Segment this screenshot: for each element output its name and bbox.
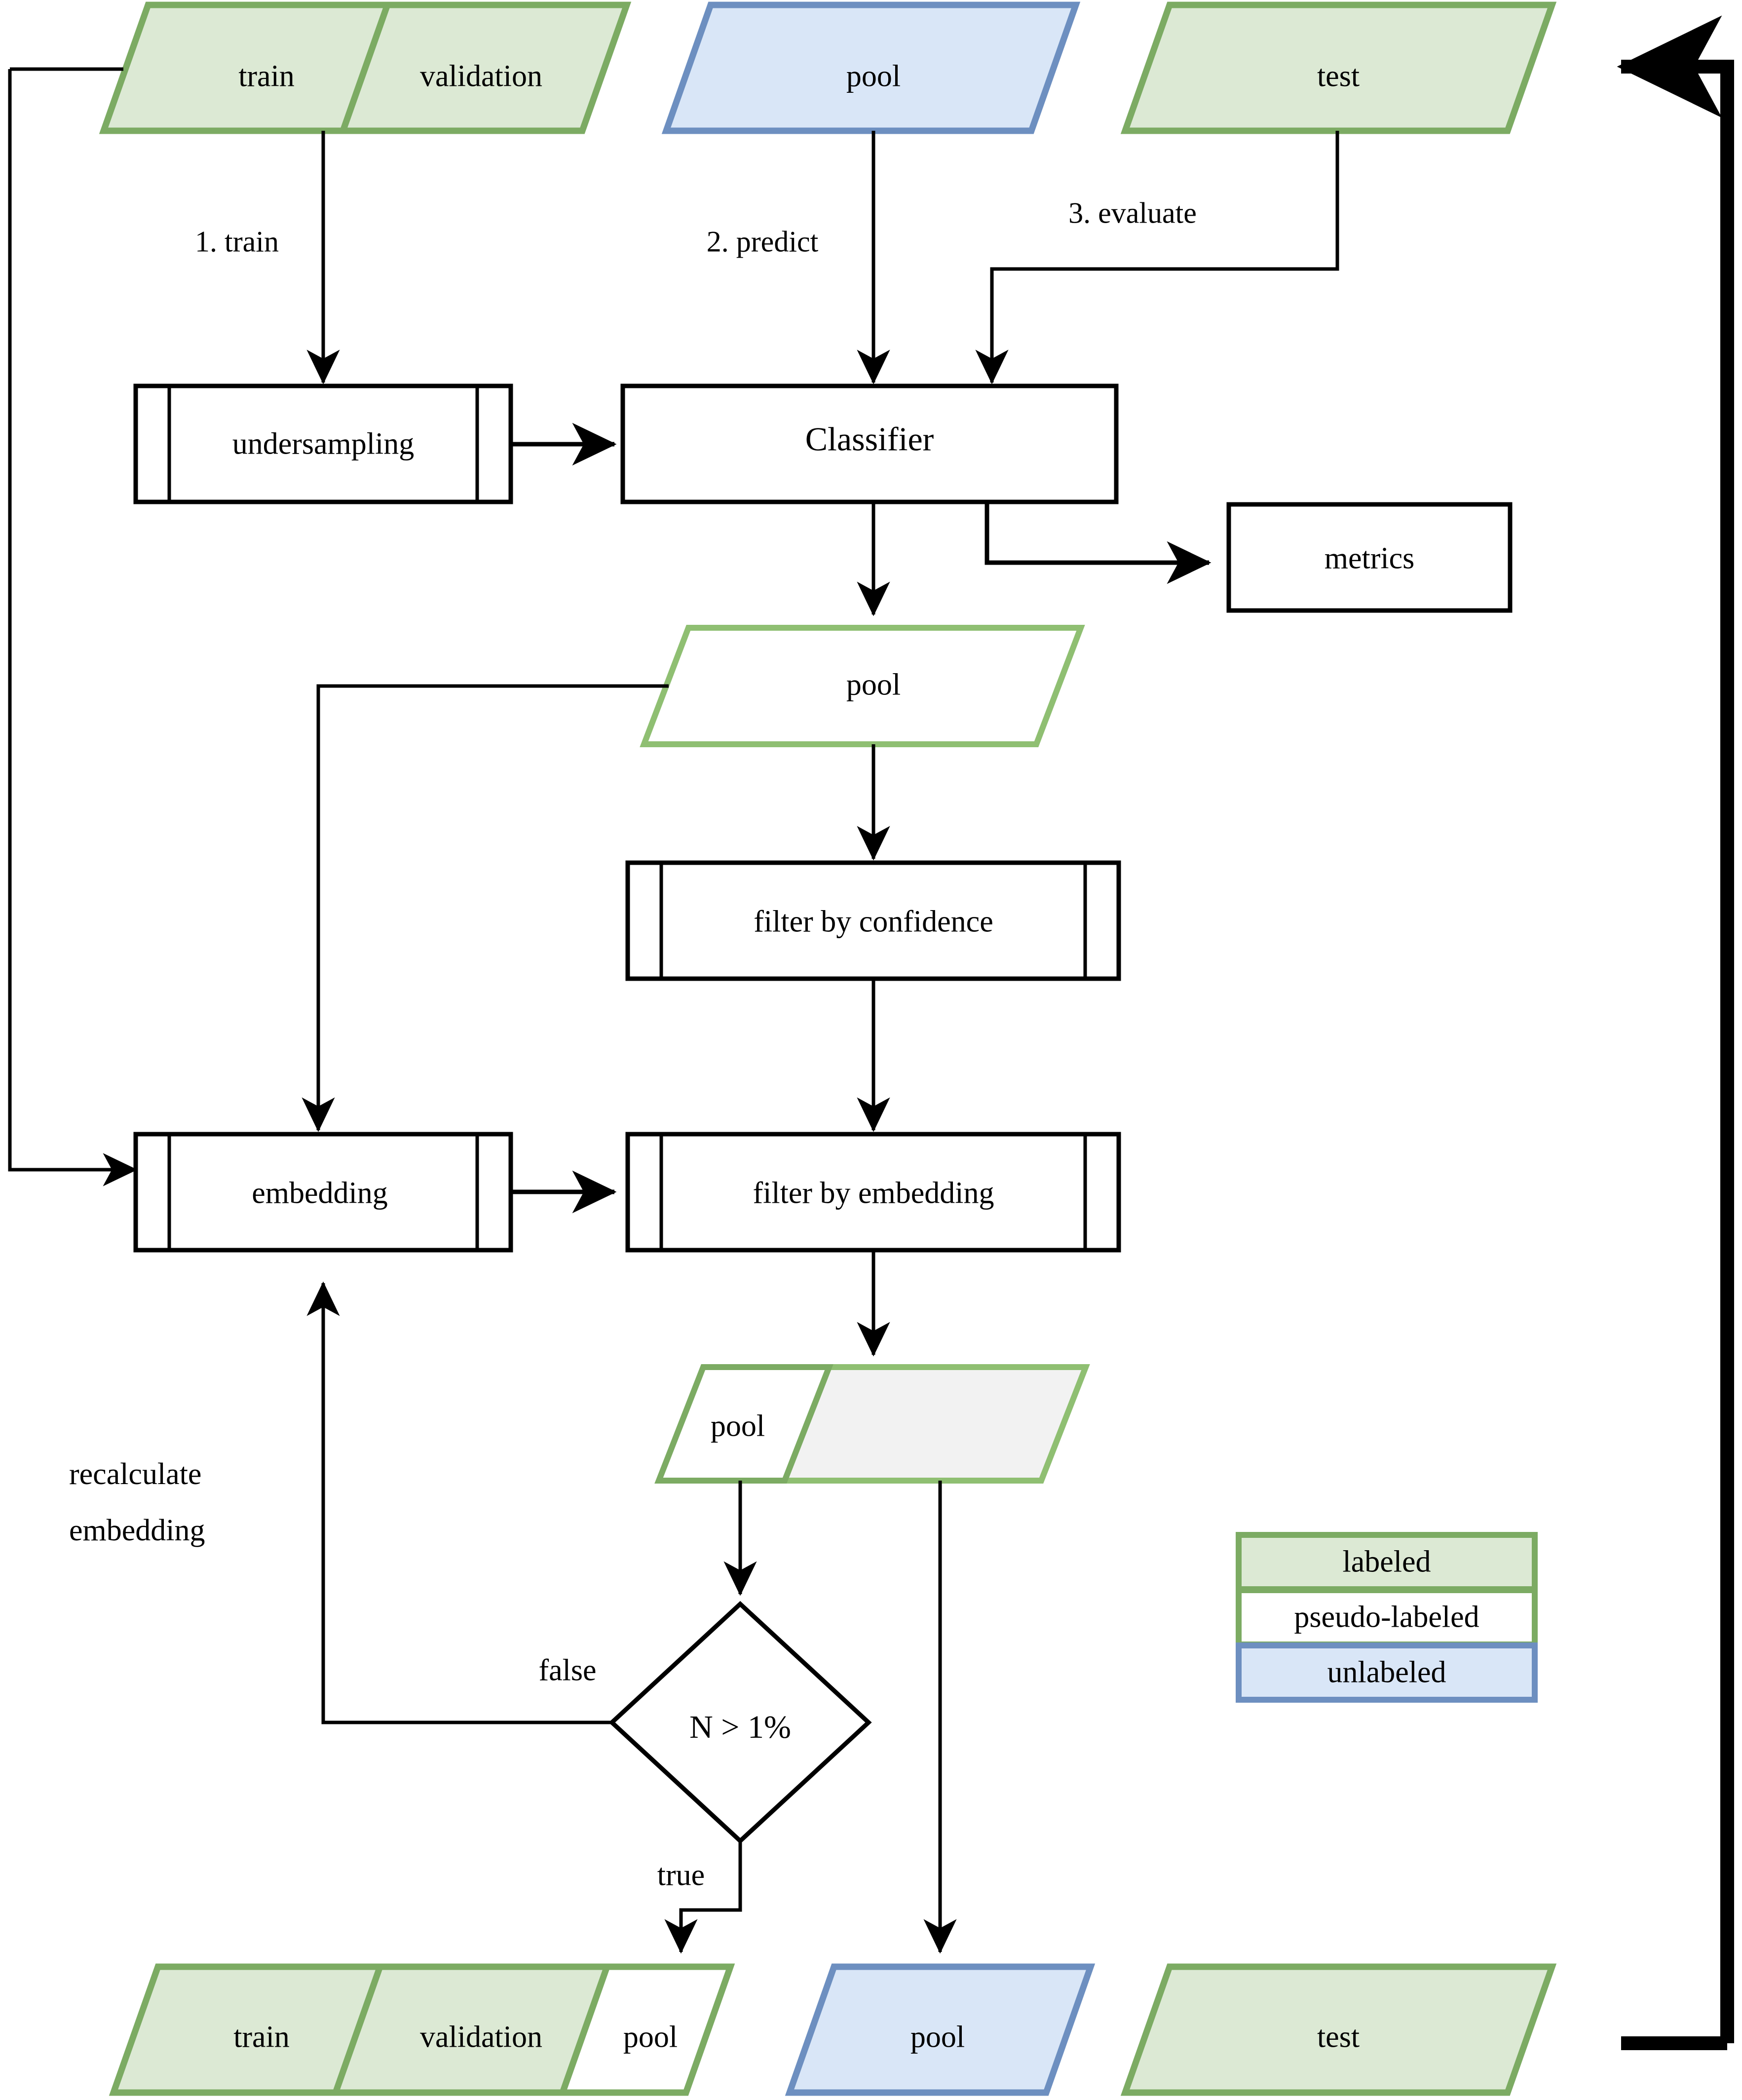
label-metrics: metrics	[1324, 541, 1415, 575]
label-step-3-evaluate: 3. evaluate	[1068, 196, 1197, 229]
label-validation-top: validation	[420, 59, 542, 93]
train-validation-pool-dataset[interactable]	[109, 1963, 735, 2096]
label-recalculate: recalculate	[69, 1457, 202, 1491]
pool-dataset-bottom[interactable]	[785, 1963, 1096, 2096]
pool-dataset-top[interactable]	[661, 1, 1081, 134]
metrics-box[interactable]	[1226, 502, 1513, 613]
pool-after-predict[interactable]	[640, 625, 1085, 747]
classifier-box[interactable]	[620, 383, 1119, 504]
label-embedding: embedding	[252, 1176, 388, 1210]
edge-classifier-to-metrics	[985, 502, 1212, 584]
label-train-bottom: train	[233, 2020, 290, 2054]
edge-false-to-embedding	[306, 1281, 612, 1724]
label-decision-true: true	[657, 1858, 705, 1892]
label-classifier: Classifier	[805, 420, 934, 458]
test-dataset-top[interactable]	[1120, 1, 1557, 134]
label-pool-segment-bottom: pool	[623, 2020, 678, 2054]
label-recalculate-embedding: embedding	[69, 1514, 205, 1547]
label-pool-after-predict: pool	[846, 668, 901, 702]
label-decision-false: false	[538, 1653, 597, 1687]
legend-item-pseudo-labeled: pseudo-labeled	[1294, 1600, 1479, 1634]
loop-back-arrow	[1617, 15, 1734, 2050]
pool-after-filter[interactable]	[654, 1364, 1090, 1484]
edge-left-loop-to-embedding	[8, 69, 138, 1186]
label-filter-by-confidence: filter by confidence	[754, 905, 993, 939]
label-test-bottom: test	[1317, 2020, 1360, 2054]
legend-item-labeled: labeled	[1342, 1545, 1431, 1579]
undersampling-box[interactable]	[133, 383, 513, 504]
label-step-2-predict: 2. predict	[706, 225, 819, 258]
label-filter-by-embedding: filter by embedding	[753, 1176, 994, 1210]
edge-test-to-classifier	[975, 131, 1339, 384]
train-validation-dataset[interactable]	[99, 1, 632, 134]
filter-by-embedding-box[interactable]	[625, 1132, 1121, 1253]
label-pool-top: pool	[846, 59, 901, 93]
label-test-top: test	[1317, 59, 1360, 93]
label-pool-after-filter: pool	[710, 1409, 765, 1443]
test-dataset-bottom[interactable]	[1120, 1963, 1557, 2096]
legend-item-unlabeled: unlabeled	[1327, 1655, 1446, 1689]
label-train-top: train	[238, 59, 295, 93]
edge-true-to-bottom-dataset	[664, 1841, 742, 1954]
filter-by-confidence-box[interactable]	[625, 860, 1121, 981]
legend-box	[1236, 1532, 1538, 1703]
label-validation-bottom: validation	[420, 2020, 542, 2054]
edge-pool-to-embedding	[302, 684, 669, 1132]
label-pool-bottom: pool	[910, 2020, 965, 2054]
label-decision-condition: N > 1%	[689, 1709, 791, 1745]
label-undersampling: undersampling	[232, 427, 415, 461]
embedding-box[interactable]	[133, 1132, 513, 1253]
label-step-1-train: 1. train	[195, 225, 279, 258]
